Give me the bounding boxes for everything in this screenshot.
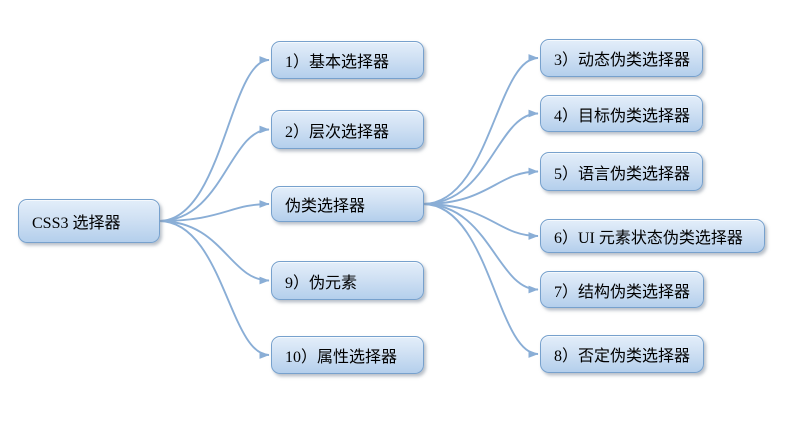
- node-ui-state-pseudo-class-selector: 6）UI 元素状态伪类选择器: [540, 219, 765, 253]
- node-css3-selectors-root: CSS3 选择器: [18, 199, 160, 243]
- connector-m3-r3: [422, 167, 539, 205]
- connector-m3-r1: [422, 54, 539, 205]
- node-pseudo-class-selector: 伪类选择器: [271, 186, 424, 222]
- connector-m3-r2: [422, 109, 539, 205]
- node-hierarchy-selector: 2）层次选择器: [271, 110, 424, 149]
- connector-root-m1: [158, 56, 270, 222]
- node-dynamic-pseudo-class-selector: 3）动态伪类选择器: [540, 39, 703, 77]
- node-structural-pseudo-class-selector: 7）结构伪类选择器: [540, 271, 704, 308]
- node-target-pseudo-class-selector: 4）目标伪类选择器: [540, 95, 703, 132]
- connector-m3-r4: [422, 203, 539, 240]
- connector-root-m4: [158, 220, 270, 285]
- node-attribute-selector: 10）属性选择器: [271, 336, 424, 374]
- connector-root-m5: [158, 220, 270, 359]
- node-pseudo-element: 9）伪元素: [271, 261, 424, 300]
- node-negation-pseudo-class-selector: 8）否定伪类选择器: [540, 335, 704, 373]
- connector-m3-r6: [422, 203, 539, 358]
- node-basic-selector: 1）基本选择器: [271, 41, 424, 79]
- connector-m3-r5: [422, 203, 539, 294]
- connector-root-m2: [158, 125, 270, 222]
- node-language-pseudo-class-selector: 5）语言伪类选择器: [540, 152, 703, 191]
- connector-root-m3: [158, 200, 270, 222]
